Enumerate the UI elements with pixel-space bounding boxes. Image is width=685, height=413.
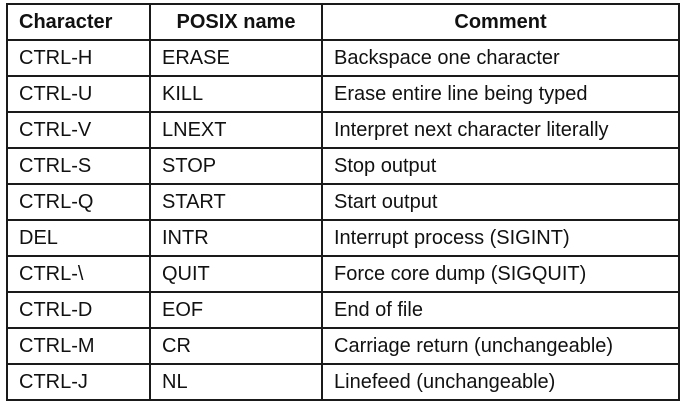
- cell-character: CTRL-H: [6, 39, 151, 77]
- cell-character: CTRL-J: [6, 363, 151, 401]
- cell-comment: Erase entire line being typed: [321, 75, 680, 113]
- cell-character: CTRL-Q: [6, 183, 151, 221]
- cell-comment: Interpret next character literally: [321, 111, 680, 149]
- cell-character: CTRL-\: [6, 255, 151, 293]
- cell-comment: Interrupt process (SIGINT): [321, 219, 680, 257]
- cell-character: CTRL-D: [6, 291, 151, 329]
- header-comment: Comment: [321, 3, 680, 41]
- cell-posix-name: EOF: [149, 291, 323, 329]
- cell-comment: Backspace one character: [321, 39, 680, 77]
- table-header: Character POSIX name Comment: [6, 3, 680, 41]
- cell-character: CTRL-U: [6, 75, 151, 113]
- header-row: Character POSIX name Comment: [6, 3, 680, 41]
- cell-character: CTRL-V: [6, 111, 151, 149]
- cell-posix-name: LNEXT: [149, 111, 323, 149]
- cell-posix-name: KILL: [149, 75, 323, 113]
- cell-comment: Force core dump (SIGQUIT): [321, 255, 680, 293]
- cell-posix-name: QUIT: [149, 255, 323, 293]
- cell-character: DEL: [6, 219, 151, 257]
- cell-comment: Linefeed (unchangeable): [321, 363, 680, 401]
- cell-comment: End of file: [321, 291, 680, 329]
- cell-character: CTRL-S: [6, 147, 151, 185]
- cell-posix-name: START: [149, 183, 323, 221]
- cell-posix-name: NL: [149, 363, 323, 401]
- cell-comment: Stop output: [321, 147, 680, 185]
- cell-comment: Start output: [321, 183, 680, 221]
- cell-character: CTRL-M: [6, 327, 151, 365]
- cell-comment: Carriage return (unchangeable): [321, 327, 680, 365]
- cell-posix-name: INTR: [149, 219, 323, 257]
- header-character: Character: [6, 3, 151, 41]
- cell-posix-name: STOP: [149, 147, 323, 185]
- header-posix-name: POSIX name: [149, 3, 323, 41]
- cell-posix-name: CR: [149, 327, 323, 365]
- cell-posix-name: ERASE: [149, 39, 323, 77]
